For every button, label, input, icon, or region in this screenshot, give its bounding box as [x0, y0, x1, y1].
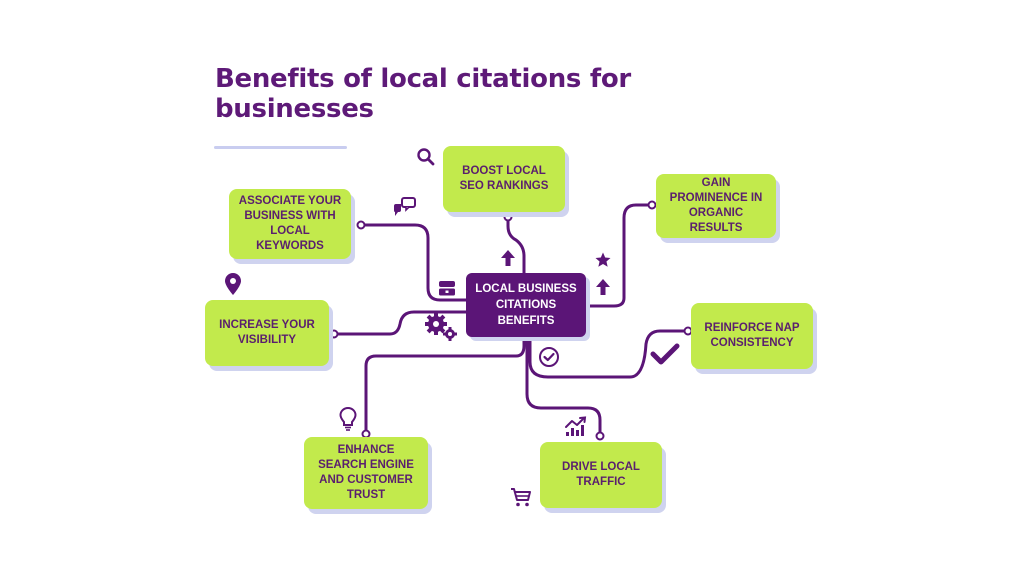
location-pin-icon: [225, 273, 241, 295]
benefit-gain-prominence: GAIN PROMINENCE IN ORGANIC RESULTS: [656, 174, 776, 238]
gears-icon: [425, 313, 457, 341]
center-node: LOCAL BUSINESS CITATIONS BENEFITS: [466, 273, 586, 337]
checkmark-icon: [650, 343, 680, 365]
benefit-associate-keywords: ASSOCIATE YOUR BUSINESS WITH LOCAL KEYWO…: [229, 189, 351, 259]
title-underline: [214, 146, 347, 149]
benefit-drive-traffic: DRIVE LOCAL TRAFFIC: [540, 442, 662, 508]
benefit-increase-visibility: INCREASE YOUR VISIBILITY: [205, 300, 329, 366]
arrow-up-icon: [501, 250, 515, 266]
benefit-reinforce-nap: REINFORCE NAP CONSISTENCY: [691, 303, 813, 369]
wallet-icon: [439, 281, 455, 296]
connector-associate: [360, 223, 468, 302]
connector-traffic: [525, 335, 602, 438]
connector-visibility: [332, 310, 468, 336]
diagram-title: Benefits of local citations for business…: [215, 64, 631, 124]
shopping-cart-icon: [511, 488, 531, 507]
connector-boost-seo: [506, 216, 526, 275]
growth-chart-icon: [565, 416, 587, 436]
connector-gain-prominence: [584, 203, 654, 308]
connector-nap: [528, 329, 690, 379]
check-circle-icon: [539, 347, 559, 367]
benefit-boost-seo-rankings: BOOST LOCAL SEO RANKINGS: [443, 146, 565, 212]
arrow-up-icon: [596, 279, 610, 295]
search-icon: [417, 148, 435, 166]
connector-trust: [364, 335, 526, 436]
benefit-enhance-trust: ENHANCE SEARCH ENGINE AND CUSTOMER TRUST: [304, 437, 428, 509]
star-icon: [595, 252, 611, 267]
lightbulb-icon: [339, 406, 357, 431]
chat-bubbles-icon: [394, 197, 416, 216]
